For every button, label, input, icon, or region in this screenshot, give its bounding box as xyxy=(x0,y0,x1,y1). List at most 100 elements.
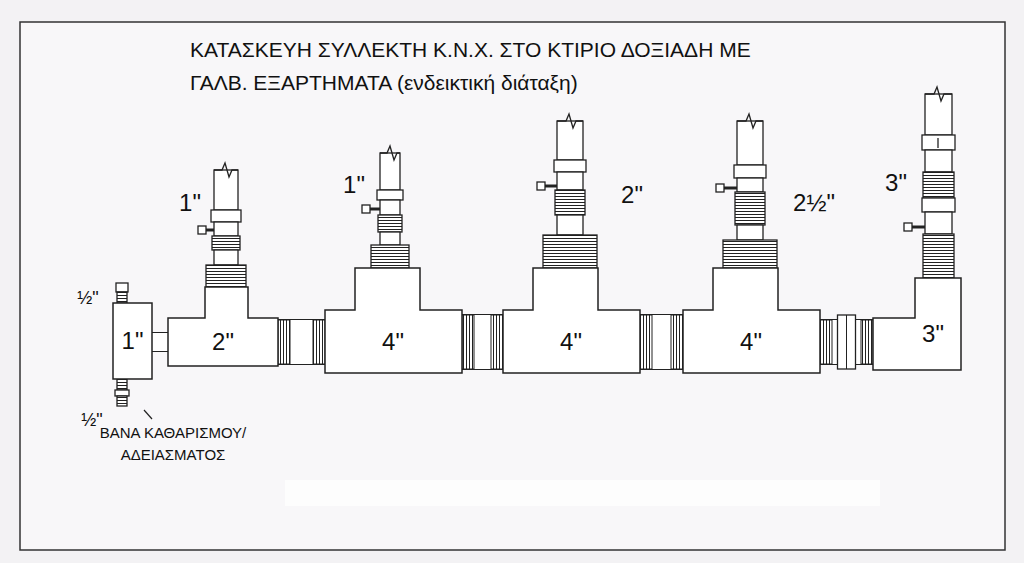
valve-note: ΒΑΝΑ ΚΑΘΑΡΙΣΜΟΥ/ΑΔΕΙΑΣΜΑΤΟΣ xyxy=(48,422,298,466)
pipe-elbow: 3" xyxy=(873,278,961,371)
pipe-size: 2½" xyxy=(793,189,835,217)
riser-valve-part xyxy=(716,184,724,192)
riser-valve-part xyxy=(214,222,238,236)
riser-valve-part xyxy=(557,215,583,235)
fitting-outline xyxy=(873,278,961,371)
thread xyxy=(491,315,503,369)
riser-valve xyxy=(198,163,246,287)
pipe-size: 4" xyxy=(740,328,762,356)
fitting-body xyxy=(683,268,820,373)
nipple-body xyxy=(640,315,683,369)
nipple-outline xyxy=(640,314,683,370)
riser-valve-part xyxy=(214,163,238,177)
drain-valve-part xyxy=(117,396,127,406)
thread xyxy=(671,315,683,369)
pipe-size: 2" xyxy=(212,328,234,356)
thread xyxy=(313,320,325,364)
riser-valve-part xyxy=(925,94,952,135)
riser-valve-part xyxy=(925,87,952,101)
pipe-size: 4" xyxy=(560,328,582,356)
riser-valve-part xyxy=(557,114,583,128)
drain-valve-part xyxy=(117,379,127,390)
drain-valve-part xyxy=(116,283,128,292)
riser-valve xyxy=(716,114,777,268)
riser-valve-part xyxy=(537,182,545,190)
nipple-body xyxy=(462,315,503,369)
riser-valve-part xyxy=(557,121,583,160)
riser-valve-part xyxy=(737,225,763,240)
riser-valve-part xyxy=(904,223,912,231)
riser-valve-part xyxy=(737,121,763,165)
riser-valve-part xyxy=(723,240,777,268)
diagram-title: ΚΑΤΑΣΚΕΥΗ ΣΥΛΛΕΚΤΗ Κ.Ν.Χ. ΣΤΟ ΚΤΙΡΙΟ ΔΟΞ… xyxy=(190,33,790,99)
drawing-frame xyxy=(20,22,1005,550)
pipe-size: ½" xyxy=(77,288,98,309)
pipe-size: 1" xyxy=(122,327,144,355)
riser-valve-part xyxy=(737,178,763,192)
riser-valve-part xyxy=(543,235,597,268)
pipe-size: 1" xyxy=(343,171,365,199)
pipe-nipple xyxy=(152,342,168,343)
pipe-size: 3" xyxy=(922,320,944,348)
riser-valve-part xyxy=(198,226,206,234)
nipple-outline xyxy=(152,332,168,352)
fitting-body xyxy=(325,268,462,373)
riser-valve-part xyxy=(371,245,409,268)
pipe-nipple xyxy=(278,320,325,364)
riser-valve-part xyxy=(923,172,954,198)
riser-valve-part xyxy=(377,190,403,200)
pipe-tee: 4" xyxy=(325,268,462,374)
thread xyxy=(462,315,474,369)
riser-valve-part xyxy=(214,170,238,210)
fitting-body xyxy=(113,303,152,379)
pipe-nipple xyxy=(462,315,503,369)
drain-valve-part xyxy=(115,390,129,396)
riser-valve-part xyxy=(362,205,370,213)
pipe-nipple xyxy=(640,315,683,369)
riser-valve-part xyxy=(734,165,766,178)
riser-valve xyxy=(537,114,597,268)
pipe-size: ½" xyxy=(81,410,102,431)
thread xyxy=(640,315,652,369)
fitting-body xyxy=(873,278,961,370)
riser-valve-part xyxy=(737,114,763,128)
riser-valve-part xyxy=(735,192,765,225)
riser-valve-part xyxy=(380,153,400,190)
riser-valve-part xyxy=(212,236,240,250)
riser-valve-part xyxy=(380,232,400,245)
riser-valve-part xyxy=(555,190,585,215)
riser-valve-part xyxy=(937,138,938,148)
riser-valve-part xyxy=(922,198,955,212)
pipe-tee: 4" xyxy=(683,268,820,374)
riser-valve-part xyxy=(211,210,241,222)
nipple-body xyxy=(278,320,325,364)
thread xyxy=(820,320,832,364)
thread xyxy=(278,320,290,364)
riser-valve xyxy=(362,146,409,268)
riser-valve-part xyxy=(380,146,400,160)
riser-valve xyxy=(904,87,955,278)
fitting-body xyxy=(503,268,640,373)
pipe-size: 1" xyxy=(179,189,201,217)
riser-valve-part xyxy=(206,265,246,287)
riser-valve-part xyxy=(380,200,400,215)
riser-valve-part xyxy=(554,160,586,172)
riser-valve-part xyxy=(557,172,583,190)
pipe-size: 4" xyxy=(382,328,404,356)
fitting-outline xyxy=(325,268,462,374)
fitting-outline xyxy=(683,268,820,374)
drain-tee: 1" xyxy=(113,303,152,379)
nipple-outline xyxy=(462,314,503,370)
pipe-tee: 4" xyxy=(503,268,640,374)
pipe-size: 2" xyxy=(621,181,643,209)
union-split xyxy=(846,315,847,369)
nipple-body xyxy=(152,333,168,351)
fitting-outline xyxy=(503,268,640,374)
nipple-outline xyxy=(278,319,325,365)
masked-band xyxy=(285,480,880,506)
fitting-body xyxy=(168,287,278,366)
riser-valve-part xyxy=(214,250,238,265)
pipe-tee: 2" xyxy=(168,287,278,367)
riser-valve-part xyxy=(923,234,954,278)
